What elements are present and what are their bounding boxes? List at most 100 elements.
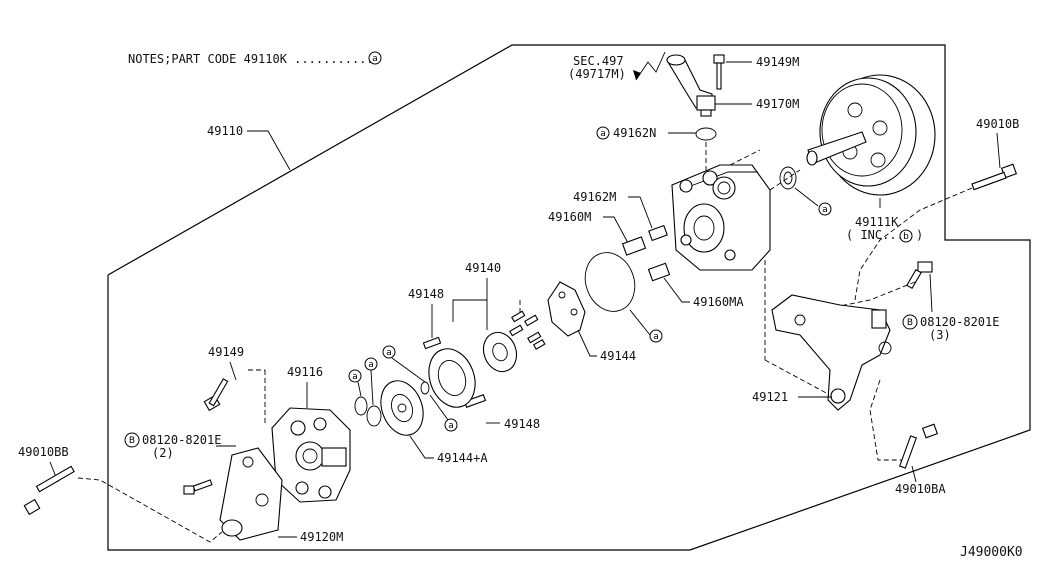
pin-49148-top: [422, 336, 442, 350]
label-49170M: 49170M: [756, 97, 799, 111]
seal-ring-inner: [783, 171, 793, 185]
assembly-frame: [107, 44, 1031, 551]
o-ring-a1: [354, 396, 368, 416]
symbol-a-49162N: [596, 126, 610, 140]
bolt-08120-right: [906, 261, 933, 290]
bolt-49010BA: [899, 423, 939, 469]
spring-49162M: [648, 224, 668, 242]
plug-49160MA: [647, 262, 671, 282]
leader-a2: [370, 369, 374, 406]
bolt-49010B: [971, 163, 1018, 191]
label-sec-line2: (49717M): [568, 67, 626, 81]
label-inc-close: ): [916, 228, 923, 242]
big-o-ring: [584, 252, 636, 312]
pulley-49111K: [806, 74, 936, 196]
dash-49121: [869, 379, 905, 461]
dash-shaft: [769, 169, 801, 191]
symbol-a-seal-text: a: [822, 205, 828, 215]
sec-arrow-head: [633, 70, 641, 80]
leader-bolt-right: [929, 273, 933, 313]
bolt-49149: [203, 378, 229, 412]
side-plate-49144A: [380, 380, 424, 436]
symbol-B-left-text: B: [129, 436, 135, 446]
label-49010B: 49010B: [976, 117, 1019, 131]
label-bolt-left-line2: (2): [152, 446, 174, 460]
label-49148-bottom: 49148: [504, 417, 540, 431]
sec-arrow-line: [635, 51, 666, 81]
label-49144: 49144: [600, 349, 636, 363]
label-49116: 49116: [287, 365, 323, 379]
leader-49144A: [409, 435, 434, 459]
label-49162M: 49162M: [573, 190, 616, 204]
symbol-a-4: [444, 418, 458, 432]
bracket-49140: [452, 299, 488, 330]
dash-pump-bottom: [764, 359, 831, 396]
cam-plate-49144: [547, 281, 586, 337]
symbol-a-4-text: a: [448, 421, 454, 431]
label-49148-top: 49148: [408, 287, 444, 301]
seal-ring: [779, 166, 797, 190]
label-49121: 49121: [752, 390, 788, 404]
symbol-a-seal: [818, 202, 832, 216]
rotor-49140: [482, 331, 518, 373]
leader-a3: [391, 357, 426, 383]
label-49111K: 49111K: [855, 215, 899, 229]
bracket-49121: [771, 294, 892, 411]
dash-pump-top: [729, 149, 761, 166]
label-bolt-right-line1: 08120-8201E: [920, 315, 999, 329]
leader-49160MA: [663, 277, 690, 303]
symbol-b-inc: [899, 229, 913, 243]
o-ring-49162N: [695, 127, 717, 141]
leader-49144: [577, 329, 597, 357]
label-49162N: 49162N: [613, 126, 656, 140]
label-49149: 49149: [208, 345, 244, 359]
bolt-08120-left: [183, 479, 213, 495]
label-sec-line1: SEC.497: [573, 54, 624, 68]
vanes: [509, 310, 546, 350]
symbol-a-3-text: a: [386, 348, 392, 358]
leader-49149: [229, 361, 237, 381]
symbol-a-3: [382, 345, 396, 359]
leader-49160M: [603, 216, 629, 244]
pump-body: [671, 164, 771, 271]
label-49010BB: 49010BB: [18, 445, 69, 459]
valve-49160M: [621, 236, 647, 256]
notes-text: NOTES;PART CODE 49110K ............: [128, 52, 381, 66]
o-ring-a2: [366, 405, 382, 427]
dash-49010B: [854, 187, 973, 301]
leader-a1: [357, 381, 362, 397]
label-bolt-left-line1: 08120-8201E: [142, 433, 221, 447]
label-49120M: 49120M: [300, 530, 343, 544]
cam-ring: [428, 348, 476, 408]
label-49144A: 49144+A: [437, 451, 488, 465]
dash-49010BB: [77, 477, 223, 543]
diagram-code: J49000K0: [960, 545, 1023, 560]
label-49110: 49110: [207, 124, 243, 138]
label-inc: ( INC...: [846, 228, 904, 242]
label-49010BA: 49010BA: [895, 482, 946, 496]
rear-housing-49116: [271, 407, 351, 503]
symbol-B-right: [902, 314, 918, 330]
leader-a4: [429, 394, 449, 421]
symbol-a-49162N-text: a: [600, 129, 606, 139]
bolt-49010BB: [23, 465, 75, 516]
label-49160M: 49160M: [548, 210, 591, 224]
symbol-B-left: [124, 432, 140, 448]
symbol-a-2: [364, 357, 378, 371]
symbol-a-1: [348, 369, 362, 383]
symbol-a-notes-text: a: [372, 54, 378, 64]
symbol-a-1-text: a: [352, 372, 358, 382]
leader-49110: [247, 130, 291, 171]
symbol-a-oring: [649, 329, 663, 343]
symbol-B-right-text: B: [907, 318, 913, 328]
label-49160MA: 49160MA: [693, 295, 744, 309]
bracket-49120M: [219, 447, 283, 541]
leader-49010BA: [911, 465, 917, 483]
leader-seal-a: [794, 187, 819, 207]
elbow-fitting-49170M: [666, 54, 716, 117]
bolt-49149M: [713, 54, 725, 90]
symbol-a-oring-text: a: [653, 332, 659, 342]
label-bolt-right-line2: (3): [929, 328, 951, 342]
